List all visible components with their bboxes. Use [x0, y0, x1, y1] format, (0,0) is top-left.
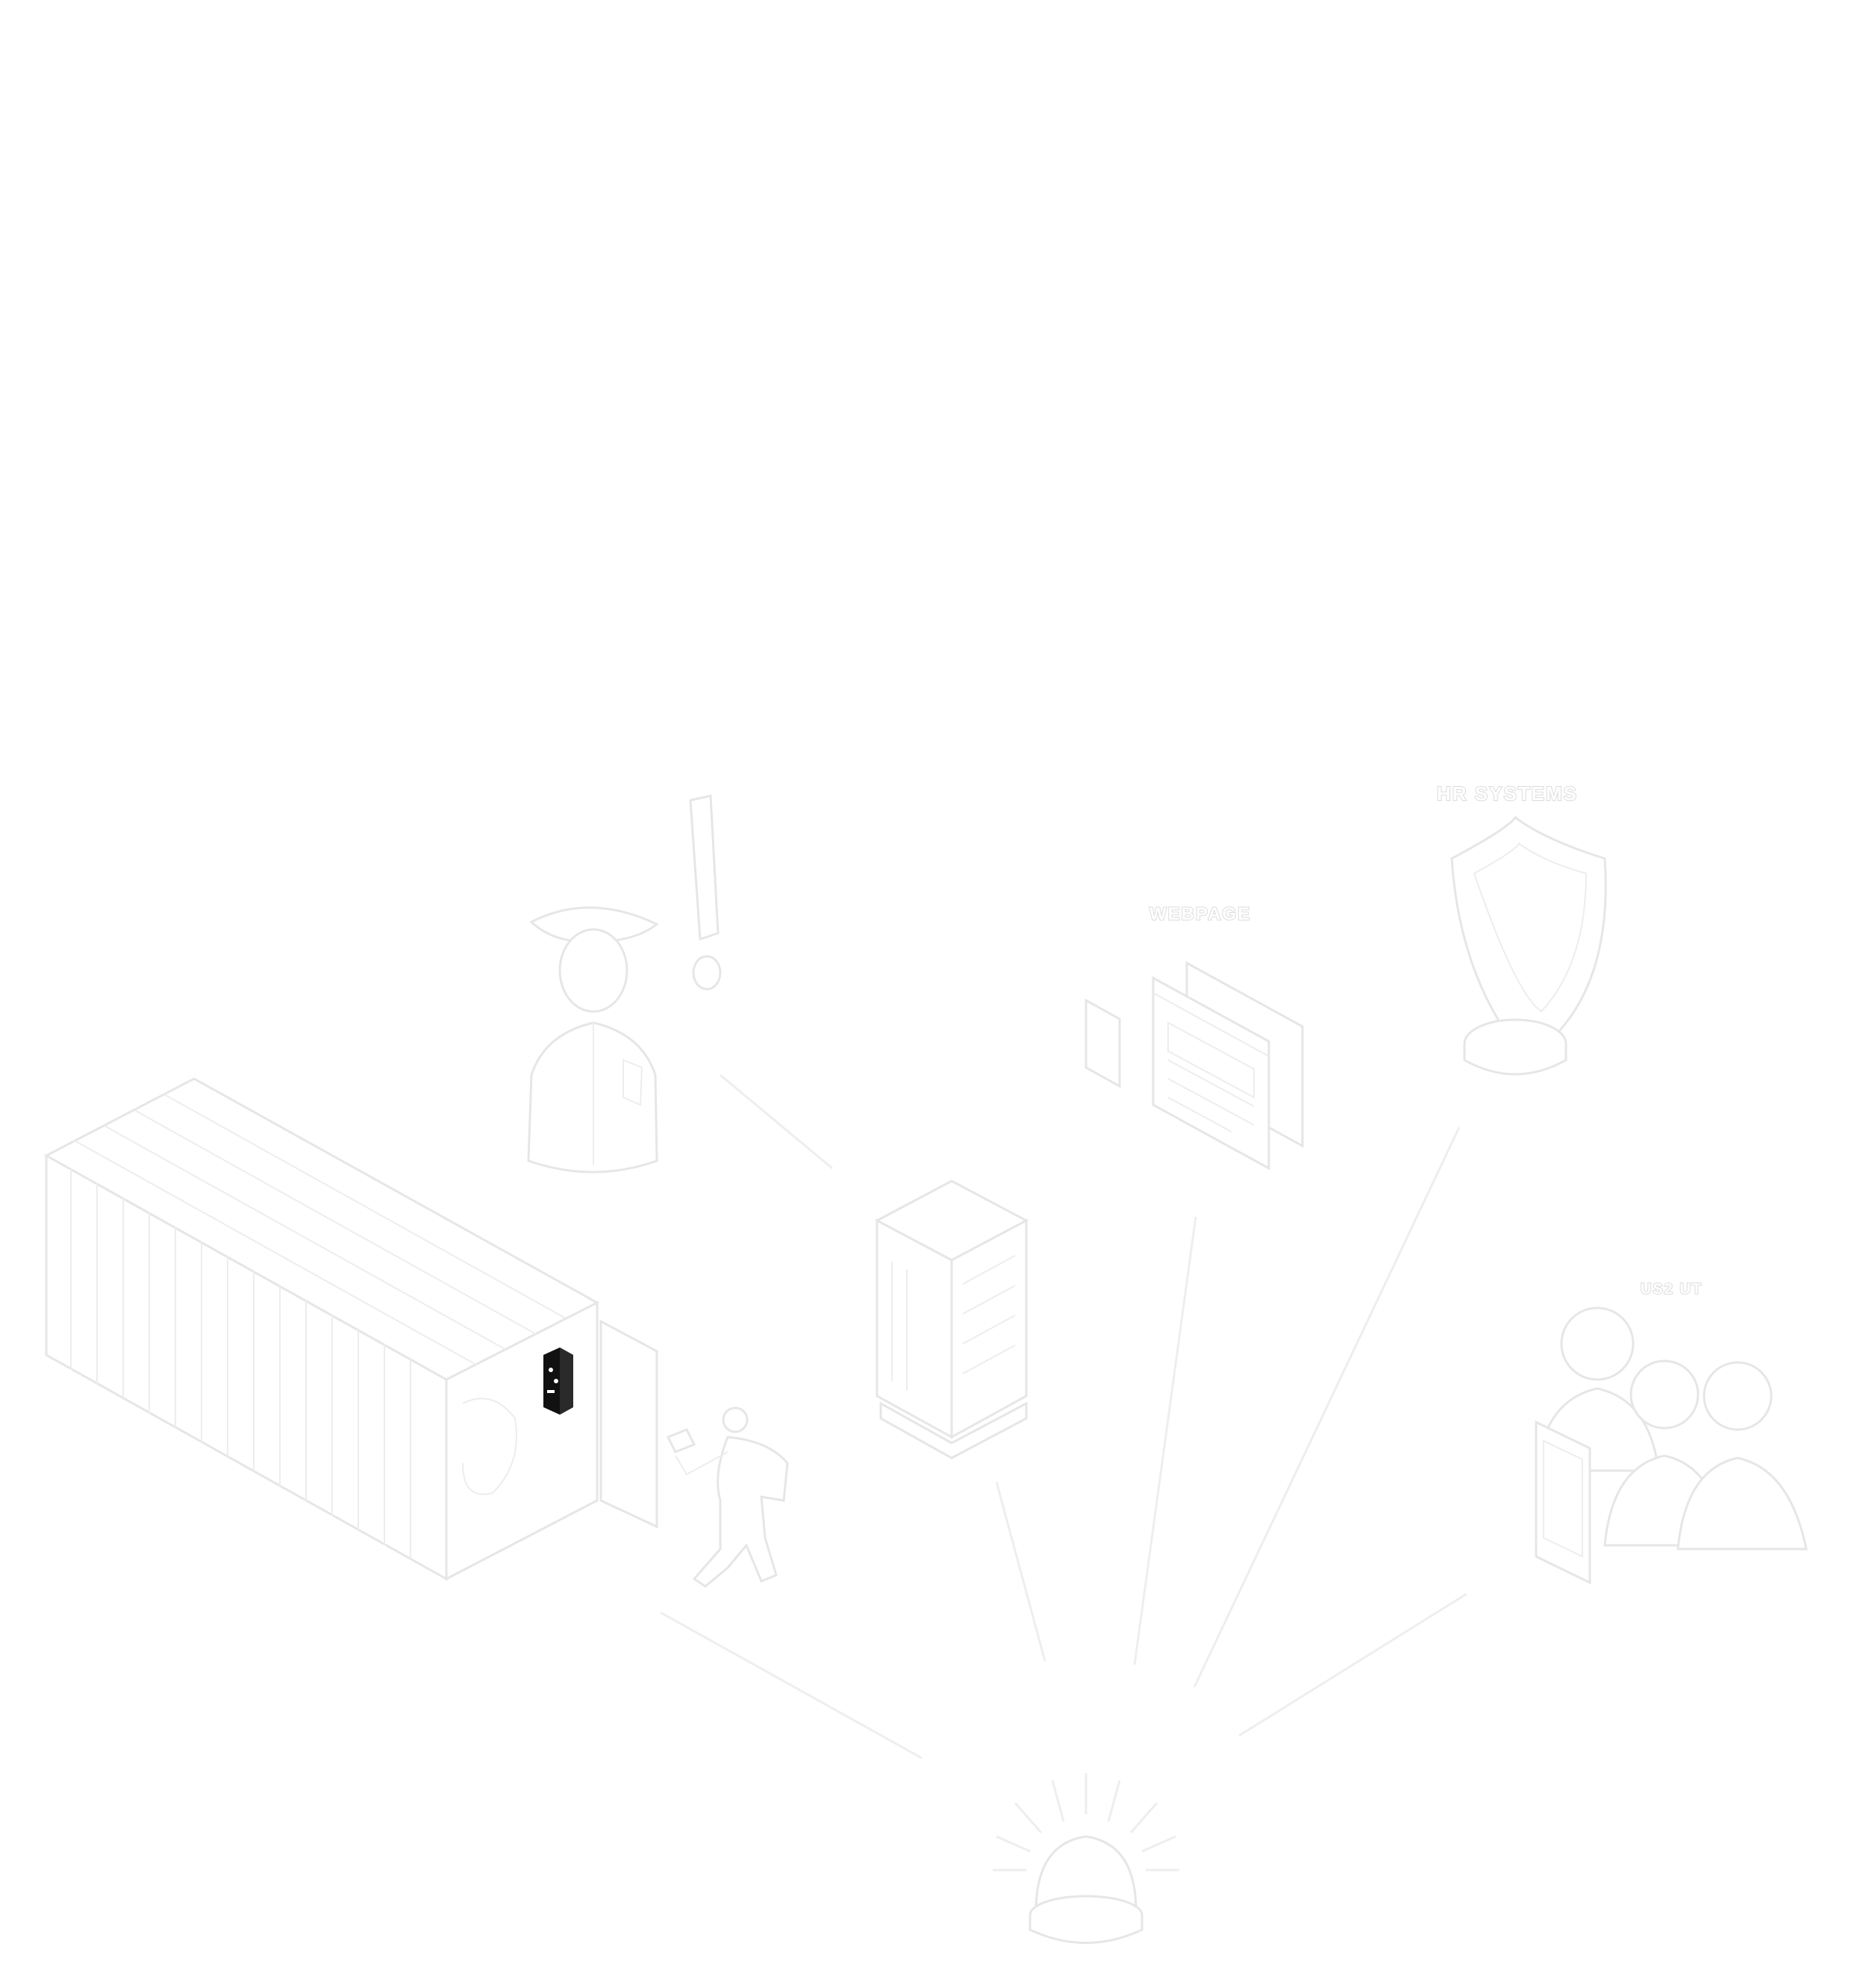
connector-people-line: [1238, 1592, 1467, 1737]
connector-server-line: [995, 1481, 1046, 1662]
siren-icon: [993, 1773, 1179, 1944]
connector-intruder-line: [660, 1611, 923, 1760]
connector-shield-line: [1193, 1127, 1461, 1688]
alarm-device-icon: [543, 1347, 573, 1415]
webpage-label: WEBPAGE: [1149, 904, 1251, 924]
connector-guard-line: [720, 1074, 833, 1170]
intruder-icon: [666, 1406, 789, 1588]
security-guard-icon: [527, 906, 659, 1174]
shipping-container-icon: [43, 1077, 658, 1581]
webpage-icon: [1085, 961, 1304, 1171]
server-rack-icon: [874, 1180, 1029, 1459]
exclamation-icon: [689, 794, 722, 991]
shield-icon: [1450, 815, 1607, 1076]
hr-systems-label: HR SYSTEMS: [1437, 782, 1578, 805]
people-group-icon: [1535, 1306, 1808, 1585]
connector-lines: [660, 1074, 1467, 1760]
people-label: US2 UT: [1641, 1281, 1703, 1297]
connector-webpage-line: [1133, 1216, 1197, 1666]
